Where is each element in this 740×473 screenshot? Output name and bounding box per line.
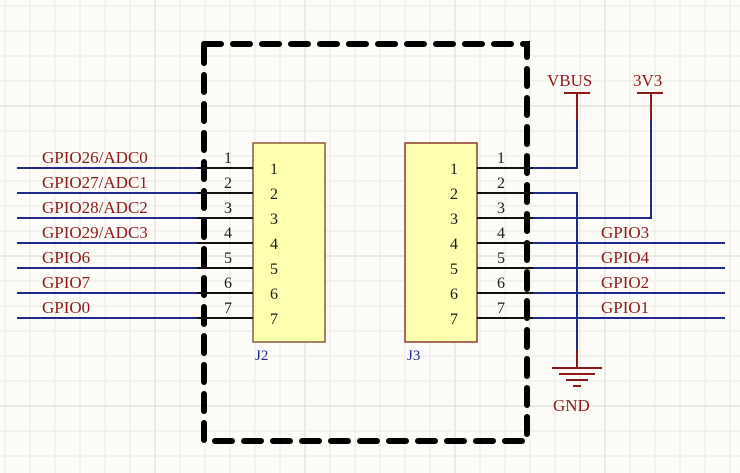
j3-net-label: GPIO1 — [601, 298, 649, 317]
j3-pin-3-outer-number: 3 — [497, 200, 505, 217]
j2-net-label: GPIO0 — [42, 298, 90, 317]
j3-pin-5-outer-number: 5 — [497, 250, 505, 267]
j3-pin-5-inner-number: 5 — [450, 261, 458, 278]
j3-pin-2-inner-number: 2 — [450, 186, 458, 203]
j2-net-label: GPIO27/ADC1 — [42, 173, 148, 192]
j3-pin-7-inner-number: 7 — [450, 311, 458, 328]
vbus-label: VBUS — [547, 71, 592, 90]
j2-net-label: GPIO29/ADC3 — [42, 223, 148, 242]
j3-net-label: GPIO2 — [601, 273, 649, 292]
j3-pin-1-inner-number: 1 — [450, 161, 458, 178]
j2-pin-6-outer-number: 6 — [224, 275, 232, 292]
j2-pin-5-inner-number: 5 — [270, 261, 278, 278]
j3-pin-1-outer-number: 1 — [497, 150, 505, 167]
j2-net-label: GPIO6 — [42, 248, 90, 267]
vbus-power-port[interactable]: VBUS — [547, 71, 592, 120]
j2-pin-2-outer-number: 2 — [224, 175, 232, 192]
gnd-power-port[interactable]: GND — [552, 350, 602, 415]
connector-j2[interactable]: 1 1 2 2 3 3 4 4 5 5 6 6 7 7 J2 — [197, 142, 326, 364]
j2-pin-3-outer-number: 3 — [224, 200, 232, 217]
j3-pin-7-outer-number: 7 — [497, 300, 505, 317]
gnd-label: GND — [553, 396, 590, 415]
j2-pin-1-outer-number: 1 — [224, 150, 232, 167]
j3-body[interactable] — [404, 142, 478, 343]
j2-pin-4-outer-number: 4 — [224, 225, 232, 242]
j2-net-label: GPIO7 — [42, 273, 91, 292]
3v3-power-port[interactable]: 3V3 — [633, 71, 663, 120]
connector-j3[interactable]: 1 1 2 2 3 3 4 4 5 5 6 6 7 7 J3 — [404, 142, 533, 364]
j2-pin-7-outer-number: 7 — [224, 300, 232, 317]
j3-net-label: GPIO4 — [601, 248, 650, 267]
j3-pin-4-inner-number: 4 — [450, 236, 458, 253]
j2-pin-3-inner-number: 3 — [270, 211, 278, 228]
j3-pin-2-outer-number: 2 — [497, 175, 505, 192]
j3-pin-6-inner-number: 6 — [450, 286, 458, 303]
j3-pin-3-inner-number: 3 — [450, 211, 458, 228]
j3-net-label: GPIO3 — [601, 223, 649, 242]
j2-pin-5-outer-number: 5 — [224, 250, 232, 267]
j2-net-label: GPIO26/ADC0 — [42, 148, 148, 167]
j3-designator: J3 — [407, 348, 420, 364]
j2-body[interactable] — [252, 142, 326, 343]
j2-designator: J2 — [255, 348, 268, 364]
j2-pin-1-inner-number: 1 — [270, 161, 278, 178]
3v3-label: 3V3 — [633, 71, 662, 90]
j2-pin-4-inner-number: 4 — [270, 236, 278, 253]
j2-pin-6-inner-number: 6 — [270, 286, 278, 303]
j2-pin-2-inner-number: 2 — [270, 186, 278, 203]
j2-pin-7-inner-number: 7 — [270, 311, 278, 328]
j3-pin-4-outer-number: 4 — [497, 225, 505, 242]
j2-net-label: GPIO28/ADC2 — [42, 198, 148, 217]
j3-pin-6-outer-number: 6 — [497, 275, 505, 292]
